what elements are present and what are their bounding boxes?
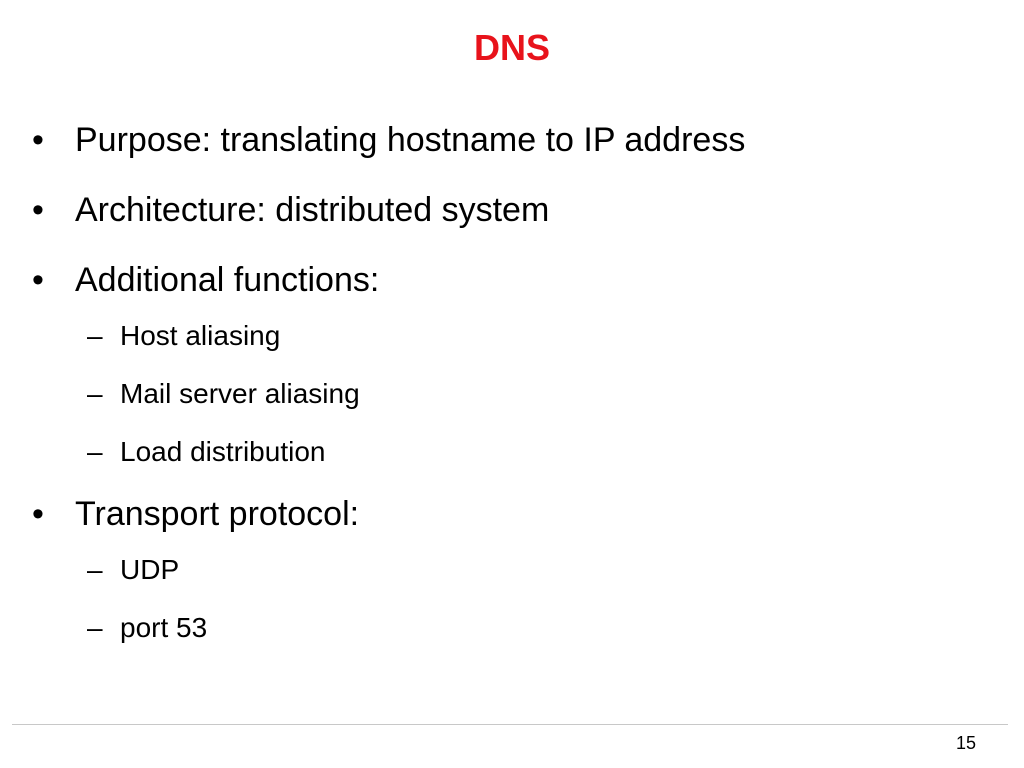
bullet-item: • Purpose: translating hostname to IP ad… — [30, 116, 990, 164]
sub-bullet-item: – UDP — [30, 550, 990, 590]
bullet-text: Transport protocol: — [75, 495, 360, 533]
sub-bullet-item: – Load distribution — [30, 432, 990, 472]
sub-bullet-item: – Mail server aliasing — [30, 374, 990, 414]
bullet-icon: • — [32, 261, 44, 299]
sub-bullet-item: – port 53 — [30, 608, 990, 648]
bullet-icon: • — [32, 495, 44, 533]
slide-content: • Purpose: translating hostname to IP ad… — [30, 116, 990, 666]
dash-icon: – — [87, 320, 103, 351]
footer-divider — [12, 724, 1008, 725]
slide-title: DNS — [473, 27, 550, 68]
sub-bullet-text: UDP — [120, 554, 180, 585]
bullet-item: • Additional functions: — [30, 256, 990, 304]
dash-icon: – — [87, 436, 103, 467]
bullet-icon: • — [32, 191, 44, 229]
bullet-icon: • — [32, 121, 44, 159]
sub-bullet-text: port 53 — [120, 612, 208, 643]
bullet-text: Architecture: distributed system — [75, 191, 550, 229]
page-number: 15 — [955, 733, 976, 753]
sub-bullet-text: Load distribution — [120, 436, 326, 467]
sub-bullet-text: Host aliasing — [120, 320, 281, 351]
sub-bullet-item: – Host aliasing — [30, 316, 990, 356]
bullet-item: • Architecture: distributed system — [30, 186, 990, 234]
bullet-item: • Transport protocol: — [30, 490, 990, 538]
bullet-text: Additional functions: — [75, 261, 380, 299]
sub-bullet-text: Mail server aliasing — [120, 378, 360, 409]
dash-icon: – — [87, 612, 103, 643]
bullet-text: Purpose: translating hostname to IP addr… — [75, 121, 746, 159]
dash-icon: – — [87, 378, 103, 409]
dash-icon: – — [87, 554, 103, 585]
